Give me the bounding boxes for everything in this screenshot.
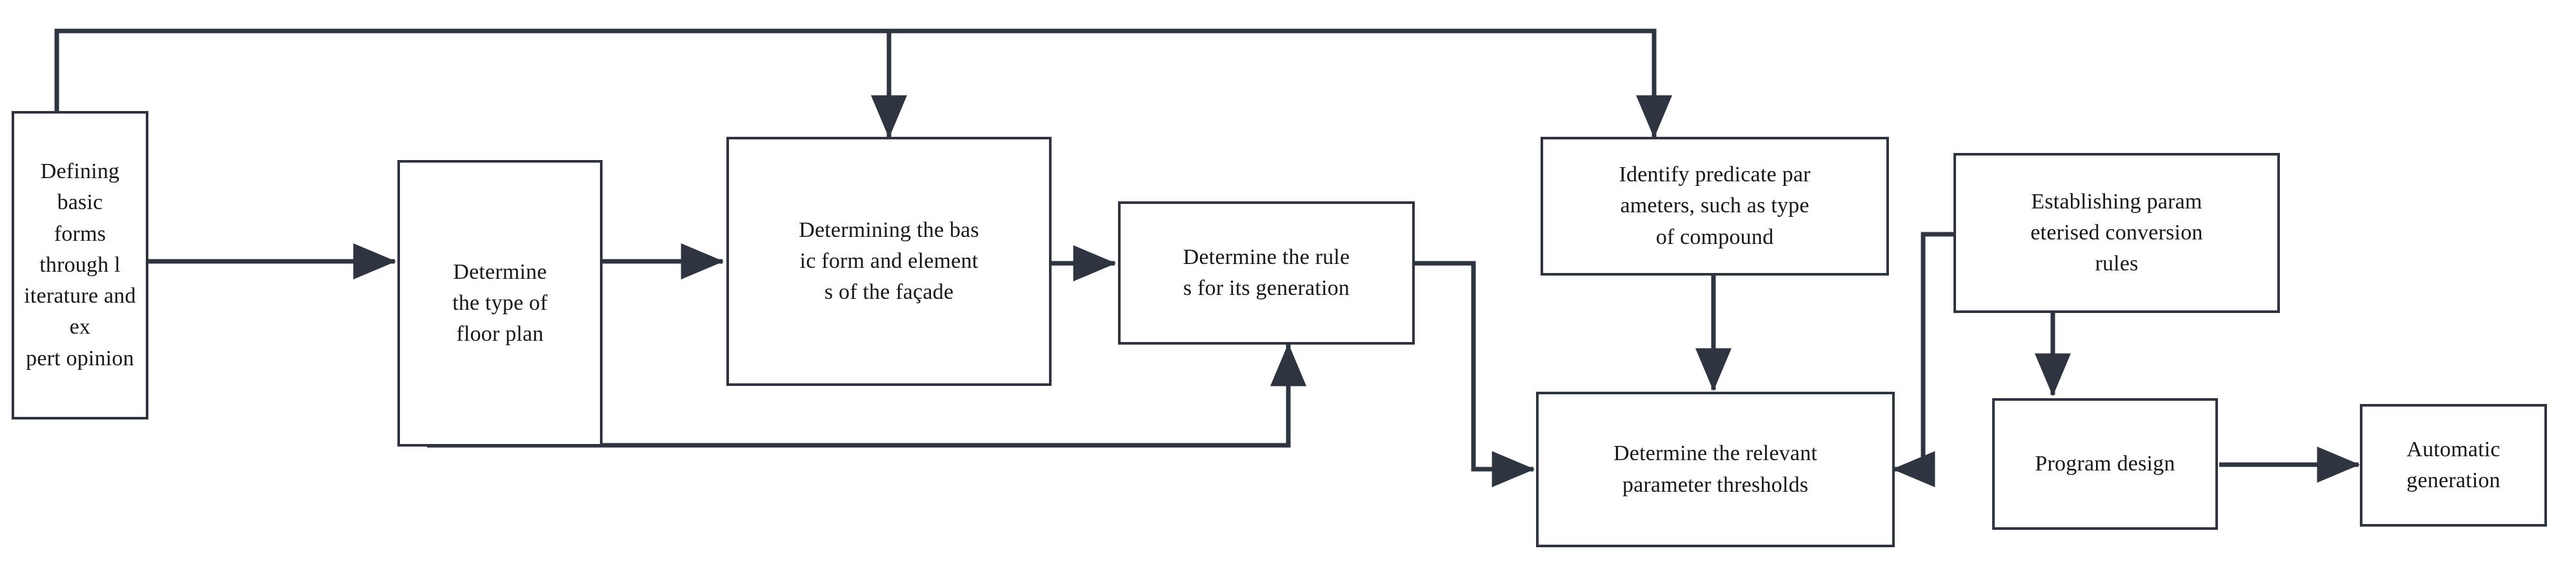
node-label: Defining basic forms through l iterature… (24, 159, 136, 370)
node-determining-facade-form[interactable]: Determining the bas ic form and element … (726, 137, 1052, 386)
node-label: Determining the bas ic form and element … (799, 217, 979, 305)
edge-defining-to-identify-top (889, 28, 1672, 139)
node-identify-predicate-parameters[interactable]: Identify predicate par ameters, such as … (1541, 137, 1889, 276)
node-program-design[interactable]: Program design (1992, 398, 2218, 530)
node-label: Automatic generation (2406, 437, 2501, 492)
node-label: Determine the type of floor plan (452, 259, 548, 347)
node-automatic-generation[interactable]: Automatic generation (2360, 404, 2547, 527)
edge-rules-to-thresholds (1413, 261, 1535, 487)
node-determine-parameter-thresholds[interactable]: Determine the relevant parameter thresho… (1536, 392, 1895, 547)
node-determine-floor-plan-type[interactable]: Determine the type of floor plan (397, 160, 603, 447)
node-determine-generation-rules[interactable]: Determine the rule s for its generation (1118, 201, 1415, 345)
node-establishing-conversion-rules[interactable]: Establishing param eterised conversion r… (1953, 153, 2280, 313)
node-label: Program design (2035, 451, 2175, 476)
node-label: Determine the relevant parameter thresho… (1613, 441, 1817, 497)
edge-defining-to-facade-top (54, 28, 907, 139)
node-label: Establishing param eterised conversion r… (2030, 189, 2203, 276)
node-defining-basic-forms[interactable]: Defining basic forms through l iterature… (12, 111, 148, 419)
edge-establishing-to-thresholds (1892, 232, 1955, 487)
node-label: Identify predicate par ameters, such as … (1619, 163, 1811, 249)
node-label: Determine the rule s for its generation (1183, 245, 1350, 300)
